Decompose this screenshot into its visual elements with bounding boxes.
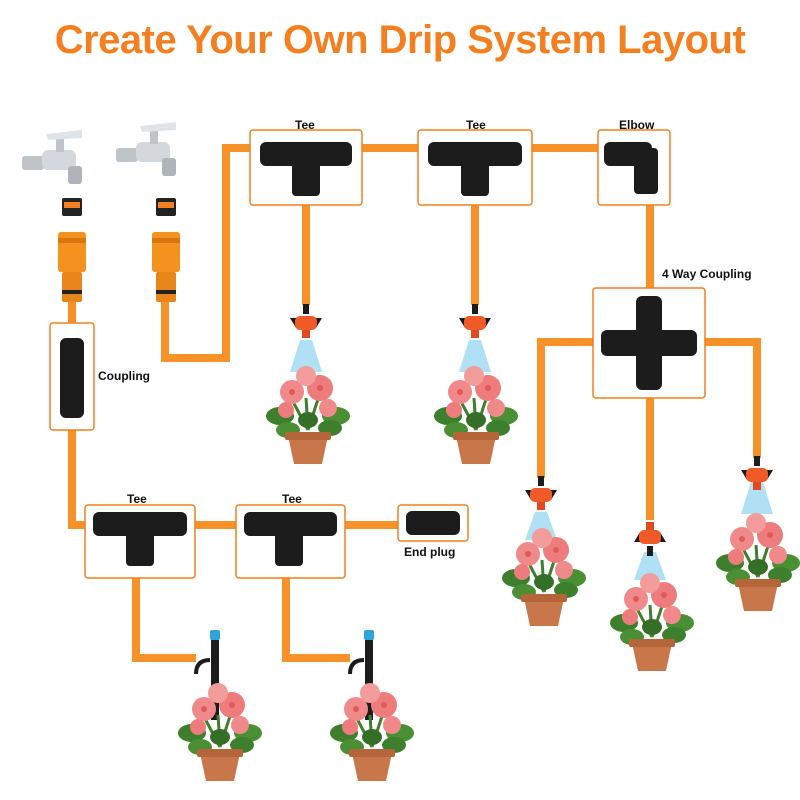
pipe-coupling-down <box>68 430 85 529</box>
dripper-icon <box>741 456 773 490</box>
spray-icon <box>634 552 666 580</box>
elbow-fitting-icon <box>604 142 658 194</box>
hose-adapter-icon <box>58 198 86 302</box>
coupling-fitting-icon <box>60 338 84 418</box>
elbow-label: Elbow <box>619 118 655 132</box>
dripper-icon <box>525 476 557 510</box>
potted-plant-icon <box>264 364 352 466</box>
pipe-tee4-down <box>282 578 350 662</box>
tee-fitting-icon <box>428 142 522 196</box>
spray-icon <box>290 340 322 372</box>
dripper-icon <box>290 304 322 338</box>
tee-label: Tee <box>295 118 315 132</box>
tee-label: Tee <box>282 492 302 506</box>
pipe-4way-right <box>705 338 761 458</box>
potted-plant-icon <box>714 511 800 613</box>
hose-adapter-icon <box>152 198 180 302</box>
dripper-icon <box>634 522 666 556</box>
four-way-fitting-icon <box>601 296 697 390</box>
end-plug-fitting-icon <box>406 511 460 535</box>
four-way-coupling-label: 4 Way Coupling <box>662 267 752 281</box>
tee-fitting-icon <box>260 142 352 196</box>
potted-plant-icon <box>176 681 264 783</box>
potted-plant-icon <box>500 526 588 628</box>
dripper-icon <box>459 304 491 338</box>
tee-label: Tee <box>127 492 147 506</box>
pipe-network <box>68 144 761 662</box>
potted-plant-icon <box>432 364 520 466</box>
spray-icon <box>741 482 773 514</box>
pipe-supply-right <box>161 144 250 362</box>
tee-fitting-icon <box>93 512 187 566</box>
coupling-label: Coupling <box>98 369 150 383</box>
potted-plant-icon <box>608 571 696 673</box>
faucet-icon <box>22 130 82 184</box>
tee-fitting-icon <box>244 512 337 566</box>
faucet-icon <box>116 122 176 176</box>
potted-plant-icon <box>328 681 416 783</box>
tee-label: Tee <box>466 118 486 132</box>
page-title: Create Your Own Drip System Layout <box>54 18 746 62</box>
pipe-4way-left <box>537 338 595 478</box>
pipe-tee3-down <box>132 578 196 662</box>
end-plug-label: End plug <box>404 545 456 559</box>
spray-icon <box>459 340 491 372</box>
